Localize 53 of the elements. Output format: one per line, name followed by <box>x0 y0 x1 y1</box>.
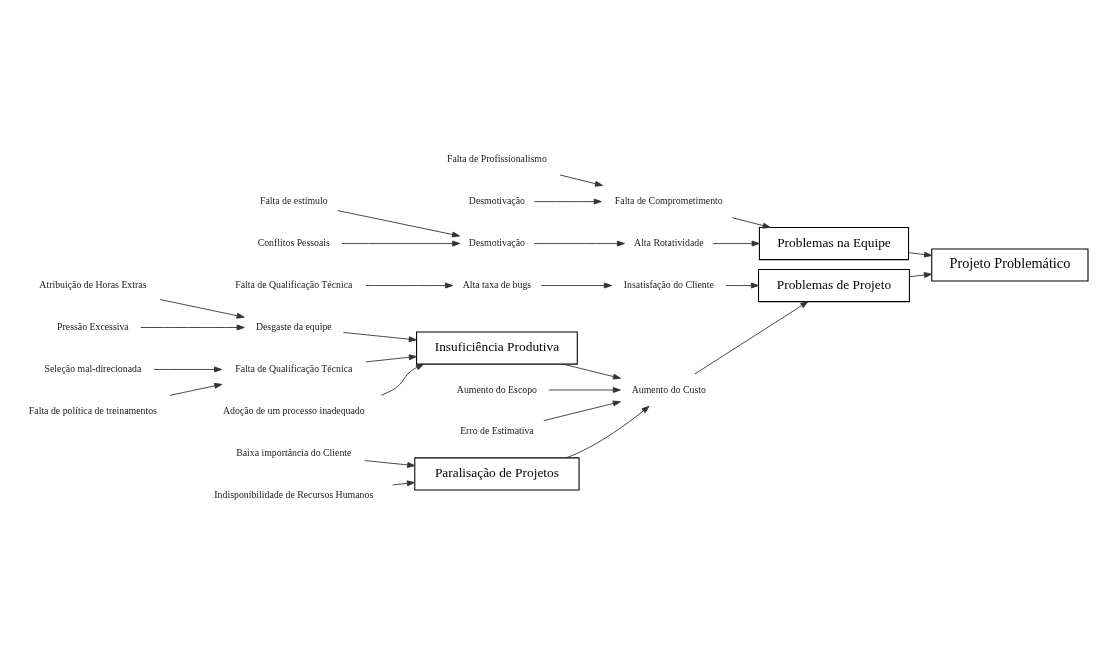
arrow <box>548 386 621 393</box>
node-text: Pressão Excessiva <box>57 320 129 332</box>
arrow <box>341 240 461 246</box>
node-text: Desmotivação <box>468 194 525 206</box>
arrow <box>343 331 417 342</box>
node-box: Problemas de Projeto <box>758 268 910 302</box>
node-text: Falta de Qualificação Técnica <box>235 362 353 374</box>
arrow <box>533 240 625 246</box>
node-text: Falta de Qualificação Técnica <box>235 278 353 290</box>
arrow <box>533 198 602 205</box>
node-text: Falta de Comprometimento <box>614 194 723 206</box>
arrow <box>169 382 223 396</box>
arrow <box>365 353 417 362</box>
node-text: Baixa importância do Cliente <box>236 446 352 458</box>
arrow <box>559 174 603 187</box>
arrow <box>712 240 760 246</box>
arrow <box>731 216 771 229</box>
node-text: Insatisfação do Cliente <box>623 278 714 290</box>
arrow <box>159 298 245 319</box>
arrow <box>562 363 621 379</box>
node-box: Projeto Problemático <box>931 247 1089 282</box>
node-text: Desmotivação <box>468 236 525 248</box>
node-text: Alta Rotatividade <box>634 236 704 248</box>
arrow <box>392 479 415 486</box>
arrow <box>337 209 460 237</box>
node-text: Desgaste da equipe <box>255 320 332 332</box>
arrow <box>725 282 759 288</box>
arrow <box>694 300 809 374</box>
arrow <box>909 271 932 278</box>
arrow <box>380 363 424 396</box>
node-text: Falta de política de treinamentos <box>28 404 157 416</box>
arrow <box>153 366 223 372</box>
arrow <box>543 400 621 421</box>
node-text: Atribuição de Horas Extras <box>39 278 147 290</box>
arrow <box>364 459 416 468</box>
node-text: Adoção de um processo inadequado <box>222 404 365 416</box>
node-box: Paralisação de Projetos <box>414 456 580 491</box>
arrow <box>565 405 650 458</box>
arrow <box>540 282 612 288</box>
node-text: Falta de Profissionalismo <box>447 152 547 164</box>
node-text: Falta de estímulo <box>260 194 328 206</box>
node-box: Insuficiência Produtiva <box>416 330 578 365</box>
node-text: Aumento do Custo <box>631 383 706 394</box>
arrow <box>140 324 245 330</box>
node-box: Problemas na Equipe <box>758 226 910 260</box>
node-text: Alta taxa de bugs <box>462 278 532 290</box>
node-text: Erro de Estimativa <box>460 424 534 436</box>
arrow <box>908 251 933 258</box>
node-text: Conflitos Pessoais <box>257 236 330 248</box>
node-text: Indisponibilidade de Recursos Humanos <box>214 488 374 500</box>
node-text: Aumento do Escopo <box>456 383 537 394</box>
node-text: Seleção mal-direcionada <box>44 362 142 374</box>
arrow <box>365 282 454 288</box>
